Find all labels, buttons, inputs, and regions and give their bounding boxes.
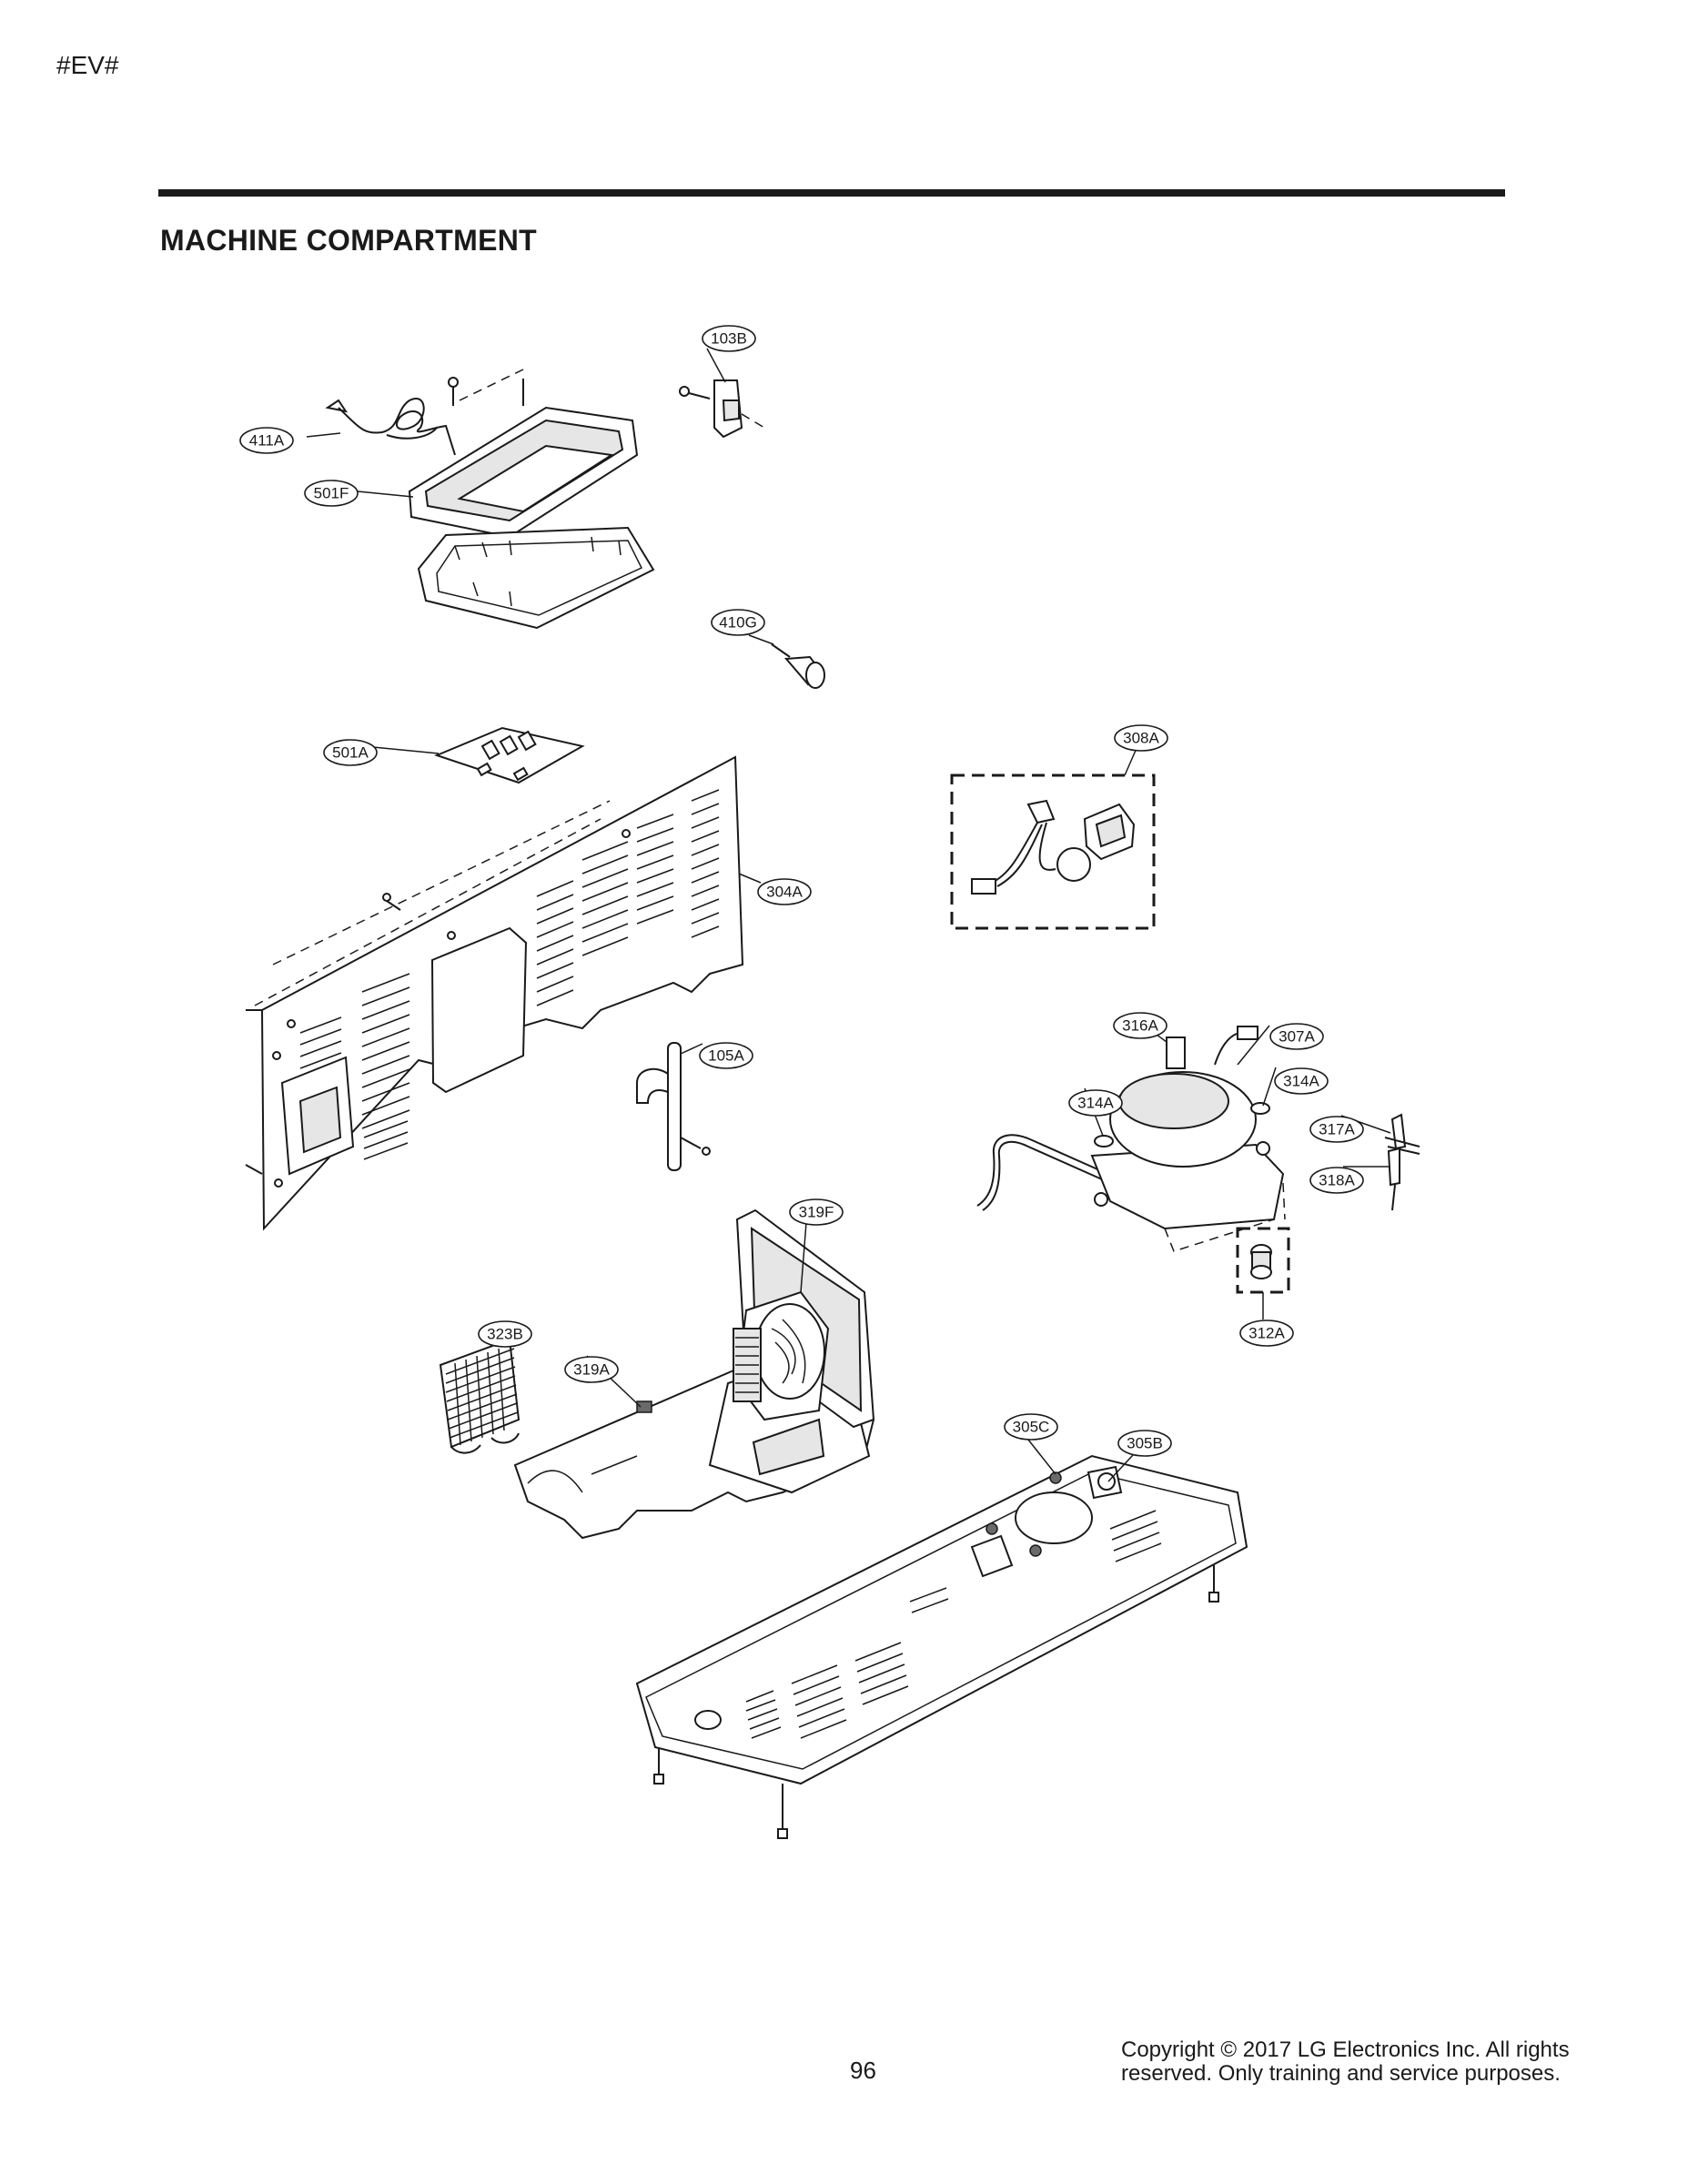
condenser-323b-drawing — [439, 1338, 521, 1454]
svg-text:304A: 304A — [766, 884, 803, 901]
callout-319f: 319F — [789, 1198, 844, 1226]
svg-text:314A: 314A — [1077, 1095, 1114, 1112]
callout-103b: 103B — [702, 325, 756, 352]
callout-305c: 305C — [1004, 1413, 1058, 1441]
svg-text:316A: 316A — [1122, 1017, 1158, 1035]
callout-318a: 318A — [1309, 1167, 1364, 1194]
svg-text:319F: 319F — [799, 1204, 834, 1221]
title-rule — [158, 189, 1505, 197]
svg-text:103B: 103B — [711, 330, 747, 348]
machine-cover-drawing — [408, 379, 655, 630]
copyright-line-2: reserved. Only training and service purp… — [1121, 2061, 1561, 2086]
svg-text:305C: 305C — [1013, 1419, 1050, 1436]
svg-text:317A: 317A — [1319, 1121, 1355, 1138]
svg-text:323B: 323B — [487, 1326, 523, 1343]
svg-text:318A: 318A — [1319, 1172, 1355, 1189]
document-tag: #EV# — [56, 51, 119, 79]
base-plate-drawing — [635, 1454, 1248, 1839]
callout-312a: 312A — [1239, 1320, 1294, 1347]
callout-410g: 410G — [711, 609, 765, 636]
capacitor-410g-drawing — [771, 643, 825, 689]
callout-319a: 319A — [564, 1356, 619, 1383]
callout-305b: 305B — [1117, 1430, 1172, 1457]
svg-text:410G: 410G — [719, 614, 757, 632]
svg-text:501F: 501F — [314, 485, 349, 502]
callout-323b: 323B — [478, 1320, 532, 1348]
power-cord-drawing — [325, 398, 456, 456]
section-title: MACHINE COMPARTMENT — [160, 224, 537, 257]
cover-plate-501a-drawing — [434, 726, 585, 784]
svg-text:308A: 308A — [1123, 730, 1159, 747]
callout-501f: 501F — [304, 480, 359, 507]
bracket-103b-drawing — [679, 379, 765, 439]
callout-304a: 304A — [757, 878, 812, 905]
callout-105a: 105A — [699, 1042, 753, 1069]
callout-316a: 316A — [1113, 1012, 1167, 1039]
callout-307a: 307A — [1269, 1023, 1324, 1050]
svg-text:501A: 501A — [332, 744, 369, 762]
callout-317a: 317A — [1309, 1116, 1364, 1143]
svg-text:307A: 307A — [1279, 1028, 1315, 1046]
callout-308a: 308A — [1114, 724, 1168, 752]
callout-501a: 501A — [323, 739, 378, 766]
fan-motor-319f-drawing — [733, 1208, 875, 1429]
callout-411a: 411A — [239, 427, 294, 454]
svg-text:411A: 411A — [249, 432, 285, 450]
callout-314a-left: 314A — [1068, 1089, 1123, 1117]
svg-text:312A: 312A — [1248, 1325, 1285, 1342]
svg-text:314A: 314A — [1283, 1073, 1319, 1090]
overload-317a-318a-drawing — [1384, 1113, 1420, 1211]
compressor-307a-drawing — [976, 1026, 1286, 1252]
svg-text:305B: 305B — [1127, 1435, 1163, 1452]
back-panel-304a-drawing — [245, 755, 744, 1231]
copyright-notice: Copyright © 2017 LG Electronics Inc. All… — [1121, 2038, 1612, 2086]
svg-text:319A: 319A — [573, 1361, 610, 1379]
pipe-105a-drawing — [636, 1042, 711, 1171]
copyright-line-1: Copyright © 2017 LG Electronics Inc. All… — [1121, 2037, 1570, 2062]
svg-text:105A: 105A — [708, 1047, 744, 1065]
harness-308a-drawing — [950, 774, 1156, 930]
page-number: 96 — [850, 2057, 876, 2084]
callout-314a-right: 314A — [1274, 1067, 1329, 1095]
grommet-312a-drawing — [1236, 1227, 1290, 1294]
screw-icon — [448, 377, 459, 406]
